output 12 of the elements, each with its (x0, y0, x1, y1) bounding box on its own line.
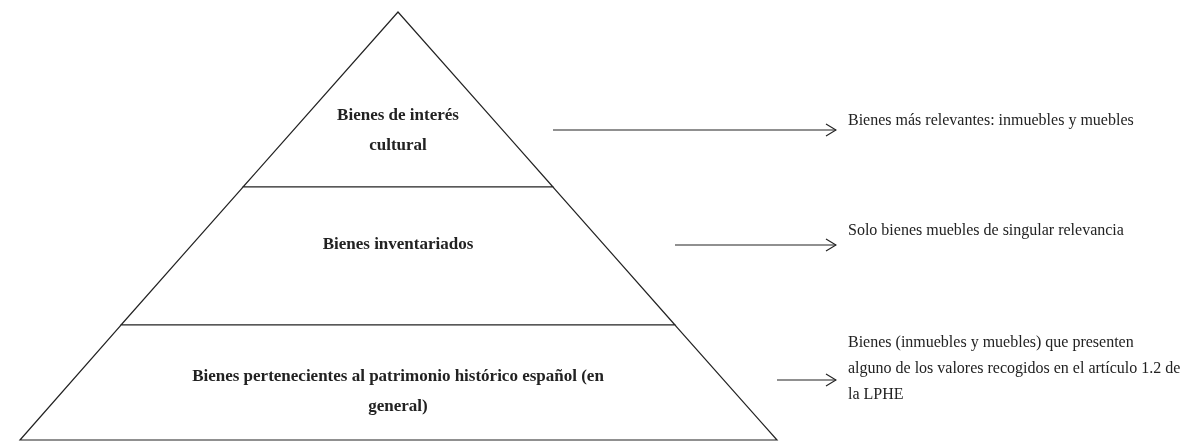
pyramid-tier (121, 187, 675, 325)
description-text: Bienes más relevantes: inmuebles y muebles (848, 110, 1135, 131)
pyramid-tier (20, 325, 777, 440)
description-text: Bienes (inmuebles y muebles) que presenten alguno de los valores recogidos en el artículo 1.2 de la LPHE (848, 332, 1181, 404)
arrow (776, 373, 837, 387)
tier-label: Bienes de interés cultural (336, 104, 460, 156)
description-text: Solo bienes muebles de singular relevancia (848, 220, 1125, 241)
tier-label: Bienes pertenecientes al patrimonio histórico español (en general) (191, 365, 605, 417)
pyramid-tier (243, 12, 553, 187)
arrow (552, 123, 837, 137)
tier-label: Bienes inventariados (321, 233, 475, 255)
arrow (674, 238, 837, 252)
